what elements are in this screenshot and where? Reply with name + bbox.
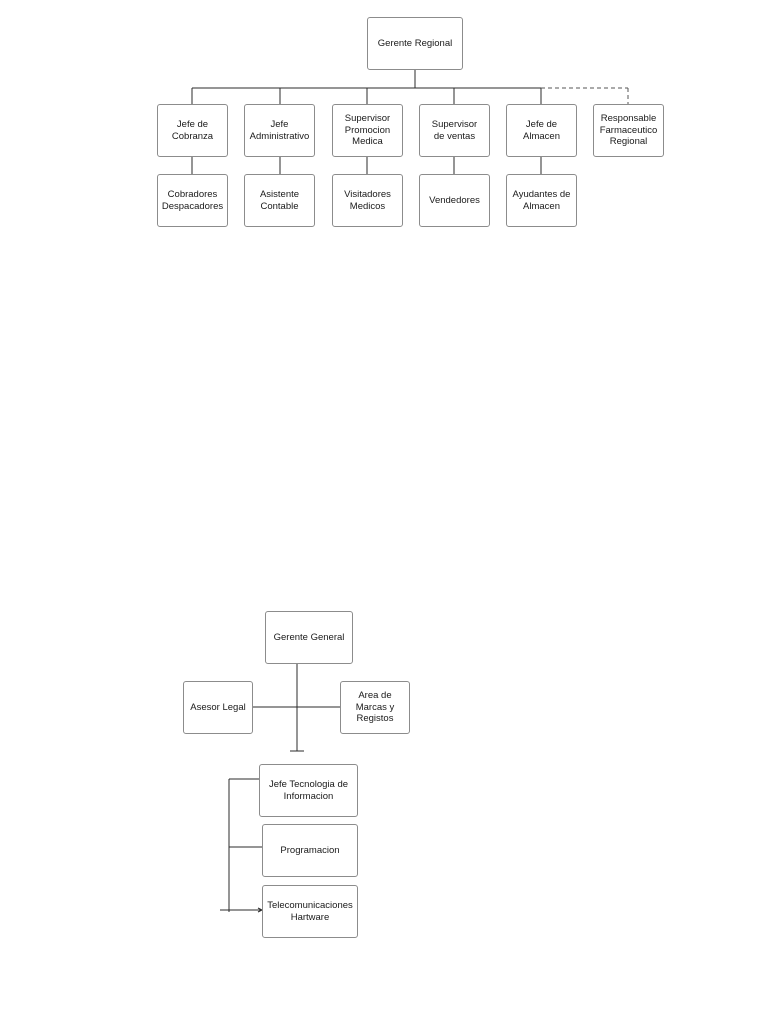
visitadores-medicos-box: Visitadores Medicos [332,174,403,227]
ayudantes-almacen-label: Ayudantes de Almacen [512,188,571,212]
area-marcas-box: Area de Marcas y Registos [340,681,410,734]
ayudantes-almacen-box: Ayudantes de Almacen [506,174,577,227]
supervisor-ventas-box: Supervisor de ventas [419,104,490,157]
asistente-contable-box: Asistente Contable [244,174,315,227]
vendedores-box: Vendedores [419,174,490,227]
gerente-regional-label: Gerente Regional [377,37,453,49]
jefe-cobranza-box: Jefe de Cobranza [157,104,228,157]
asesor-legal-label: Asesor Legal [190,701,246,713]
jefe-almacen-box: Jefe de Almacen [506,104,577,157]
asistente-contable-label: Asistente Contable [259,188,300,212]
gerente-general-box: Gerente General [265,611,353,664]
cobradores-box: Cobradores Despacadores [157,174,228,227]
responsable-farmaceutico-box: Responsable Farmaceutico Regional [593,104,664,157]
telecomunicaciones-label: Telecomunicaciones Hartware [267,899,353,923]
jefe-cobranza-label: Jefe de Cobranza [171,118,214,142]
responsable-farmaceutico-label: Responsable Farmaceutico Regional [599,112,658,148]
cobradores-label: Cobradores Despacadores [161,188,224,212]
jefe-tecnologia-box: Jefe Tecnologia de Informacion [259,764,358,817]
jefe-administrativo-label: Jefe Administrativo [249,118,310,142]
telecomunicaciones-box: Telecomunicaciones Hartware [262,885,358,938]
supervisor-promocion-box: Supervisor Promocion Medica [332,104,403,157]
visitadores-medicos-label: Visitadores Medicos [344,188,391,212]
jefe-almacen-label: Jefe de Almacen [523,118,560,142]
supervisor-promocion-label: Supervisor Promocion Medica [344,112,391,148]
supervisor-ventas-label: Supervisor de ventas [431,118,478,142]
jefe-administrativo-box: Jefe Administrativo [244,104,315,157]
programacion-box: Programacion [262,824,358,877]
gerente-regional-box: Gerente Regional [367,17,463,70]
gerente-general-label: Gerente General [273,631,345,643]
programacion-label: Programacion [280,844,340,856]
asesor-legal-box: Asesor Legal [183,681,253,734]
area-marcas-label: Area de Marcas y Registos [355,689,395,725]
vendedores-label: Vendedores [429,194,480,206]
jefe-tecnologia-label: Jefe Tecnologia de Informacion [268,778,349,802]
